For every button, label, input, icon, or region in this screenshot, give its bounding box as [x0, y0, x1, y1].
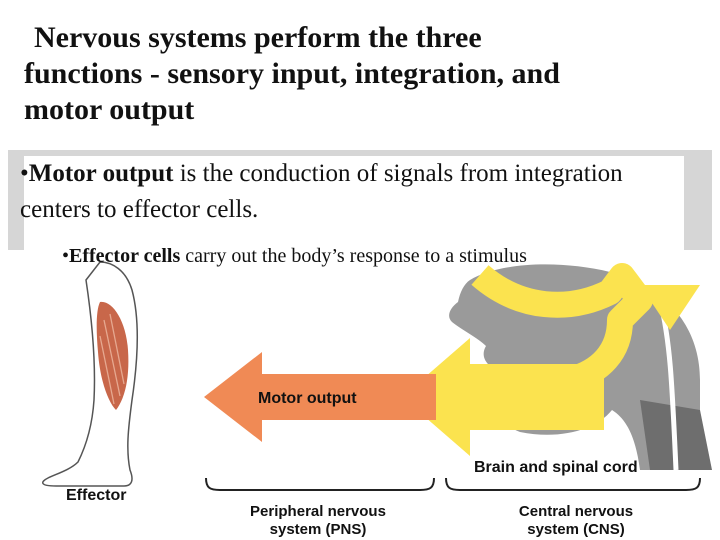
cns-label-line2: system (CNS): [527, 521, 625, 538]
bullet1-definition: is the conduction of signals from integr…: [20, 160, 623, 223]
pns-bracket: [205, 477, 435, 491]
cns-label-line1: Central nervous: [519, 503, 633, 520]
cns-bracket: [445, 477, 701, 491]
bullet2-definition: carry out the body’s response to a stimu…: [180, 245, 527, 267]
bullet-effector-cells: •Effector cells carry out the body’s res…: [62, 242, 702, 270]
title-line-3: motor output: [24, 93, 195, 126]
bullet-glyph: •: [20, 160, 29, 187]
bullet2-term: Effector cells: [69, 245, 181, 267]
bullet-motor-output: •Motor output is the conduction of signa…: [20, 156, 680, 228]
motor-output-label: Motor output: [258, 390, 357, 407]
title-line-2: functions - sensory input, integration, …: [24, 57, 560, 90]
title-line-1: Nervous systems perform the three: [34, 21, 482, 54]
muscle-striations: [99, 313, 125, 405]
yellow-arrow-left: [402, 338, 604, 456]
text-backdrop-inner: [24, 156, 684, 274]
cns-arrow-head: [640, 285, 700, 330]
effector-label: Effector: [66, 487, 126, 504]
pns-label-line2: system (PNS): [270, 521, 367, 538]
calf-muscle: [96, 301, 129, 410]
slide-title: Nervous systems perform the three functi…: [24, 20, 704, 128]
motor-output-arrow: [204, 352, 436, 442]
brain-spinal-cord-label: Brain and spinal cord: [474, 459, 638, 476]
bullet1-term: Motor output: [28, 160, 174, 187]
bullet-glyph: •: [62, 245, 70, 267]
pns-label-line1: Peripheral nervous: [250, 503, 386, 520]
